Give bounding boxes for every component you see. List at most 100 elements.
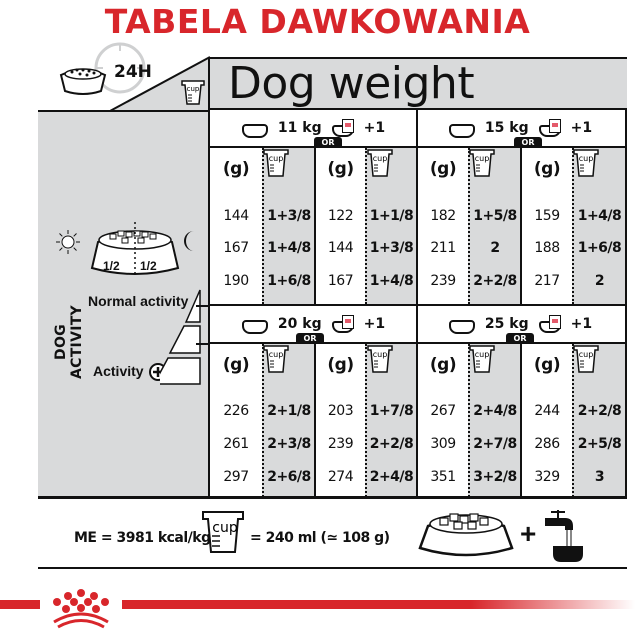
weight-cell-11kg: 11 kg +1 OR (210, 110, 417, 148)
svg-text:cup: cup (373, 350, 388, 359)
wet-food-pouch-icon (331, 315, 354, 333)
weight-label: 11 kg (277, 120, 322, 136)
grams-value: 297 (223, 469, 249, 485)
cups-value: 1+4/8 (369, 273, 414, 289)
grams-header: (g) (222, 159, 250, 179)
half-left-label: 1/2 (103, 259, 120, 273)
grams-value: 182 (430, 208, 456, 224)
grams-column-11kg-dry: (g) 144 167 190 (210, 148, 262, 304)
cup-icon: cup (181, 80, 205, 105)
cups-value: 2+2/8 (473, 273, 517, 289)
cups-value: 2+4/8 (369, 469, 414, 485)
wet-food-pouch-icon (538, 119, 561, 137)
grams-header: (g) (222, 355, 250, 375)
cup-icon: cup (263, 149, 289, 177)
grams-column-15kg-dry: (g) 182 211 239 (416, 148, 468, 304)
cup-icon: cup (367, 345, 393, 373)
plus-one-label: +1 (363, 120, 386, 136)
grams-value: 286 (534, 436, 560, 452)
cups-column-11kg-dry: 1+3/8 1+4/8 1+6/8 (262, 148, 314, 304)
dry-bowl-icon (241, 124, 268, 138)
svg-text:cup: cup (475, 154, 490, 163)
weight-cell-25kg: 25 kg +1 OR (416, 306, 623, 344)
wet-food-pouch-icon (538, 315, 561, 333)
svg-text:cup: cup (269, 154, 284, 163)
food-bowl-icon (59, 68, 107, 95)
activity-divider (196, 343, 210, 345)
grams-value: 329 (534, 469, 560, 485)
activity-label: Activity (93, 363, 144, 379)
weight-label: 25 kg (484, 316, 529, 332)
period-label: 24H (114, 62, 152, 82)
activity-level-ramp-icon (160, 289, 201, 385)
plus-one-label: +1 (570, 120, 593, 136)
activity-divider (196, 305, 210, 307)
grams-value: 190 (223, 273, 249, 289)
grams-value: 217 (534, 273, 560, 289)
grams-header: (g) (327, 355, 354, 375)
grams-header: (g) (533, 159, 561, 179)
half-right-label: 1/2 (140, 259, 157, 273)
grams-value: 167 (327, 273, 354, 289)
cups-value: 2+7/8 (473, 436, 517, 452)
svg-text:cup: cup (579, 350, 594, 359)
or-tab: OR (314, 137, 342, 148)
grams-value: 274 (327, 469, 354, 485)
cups-column-15kg-mixed: 1+4/8 1+6/8 2 (572, 148, 625, 304)
sun-icon (56, 230, 80, 254)
or-tab: OR (506, 333, 534, 344)
cups-value: 1+6/8 (577, 240, 622, 256)
cups-value: 1+1/8 (369, 208, 414, 224)
dog-activity-label: DOG ACTIVITY (53, 305, 85, 379)
cups-value: 2+2/8 (369, 436, 414, 452)
weight-row: 11 kg +1 OR 15 kg +1 OR (210, 110, 625, 148)
grams-value: 203 (327, 403, 354, 419)
cup-icon: cup (469, 345, 495, 373)
grams-value: 351 (430, 469, 456, 485)
weight-row: 20 kg +1 OR 25 kg +1 OR (210, 306, 625, 344)
grams-value: 261 (223, 436, 249, 452)
grams-value: 188 (534, 240, 560, 256)
grams-value: 159 (534, 208, 560, 224)
svg-text:cup: cup (475, 350, 490, 359)
weight-label: 20 kg (277, 316, 322, 332)
grams-column-25kg-mixed: (g) 244 286 329 (520, 344, 572, 497)
grams-column-20kg-mixed: (g) 203 239 274 (314, 344, 365, 497)
grams-value: 244 (534, 403, 560, 419)
kibble-bowl-icon (418, 513, 514, 557)
grams-column-15kg-mixed: (g) 159 188 217 (520, 148, 572, 304)
cup-icon: cup (202, 511, 244, 553)
weight-label: 15 kg (484, 120, 529, 136)
plus-sign: + (520, 518, 537, 549)
grams-value: 226 (223, 403, 249, 419)
energy-label: ME = 3981 kcal/kg (74, 530, 211, 546)
crown-logo-icon (53, 589, 109, 629)
cups-value: 1+4/8 (267, 240, 311, 256)
cups-value: 1+6/8 (267, 273, 311, 289)
cups-value: 2+3/8 (267, 436, 311, 452)
cup-icon: cup (469, 149, 495, 177)
table-bottom-rule (38, 496, 627, 499)
cups-value: 1+7/8 (369, 403, 414, 419)
diagonal-divider (110, 56, 211, 112)
grams-header: (g) (327, 159, 354, 179)
grams-value: 167 (223, 240, 249, 256)
cups-value: 1+3/8 (369, 240, 414, 256)
grams-header: (g) (533, 355, 561, 375)
grams-column-11kg-mixed: (g) 122 144 167 (314, 148, 365, 304)
cups-value: 3 (594, 469, 605, 485)
grams-column-25kg-dry: (g) 267 309 351 (416, 344, 468, 497)
dry-bowl-icon (448, 124, 475, 138)
water-tap-icon (545, 510, 583, 562)
grams-value: 267 (430, 403, 456, 419)
table-block-top: 11 kg +1 OR 15 kg +1 OR (g) 144 167 190 … (210, 110, 625, 304)
plus-one-label: +1 (570, 316, 593, 332)
svg-text:cup: cup (212, 520, 238, 536)
cups-value: 2+1/8 (267, 403, 311, 419)
grams-value: 309 (430, 436, 456, 452)
cup-icon: cup (573, 345, 599, 373)
grams-column-20kg-dry: (g) 226 261 297 (210, 344, 262, 497)
grams-header: (g) (429, 159, 457, 179)
grams-value: 239 (327, 436, 354, 452)
cups-value: 2 (594, 273, 605, 289)
